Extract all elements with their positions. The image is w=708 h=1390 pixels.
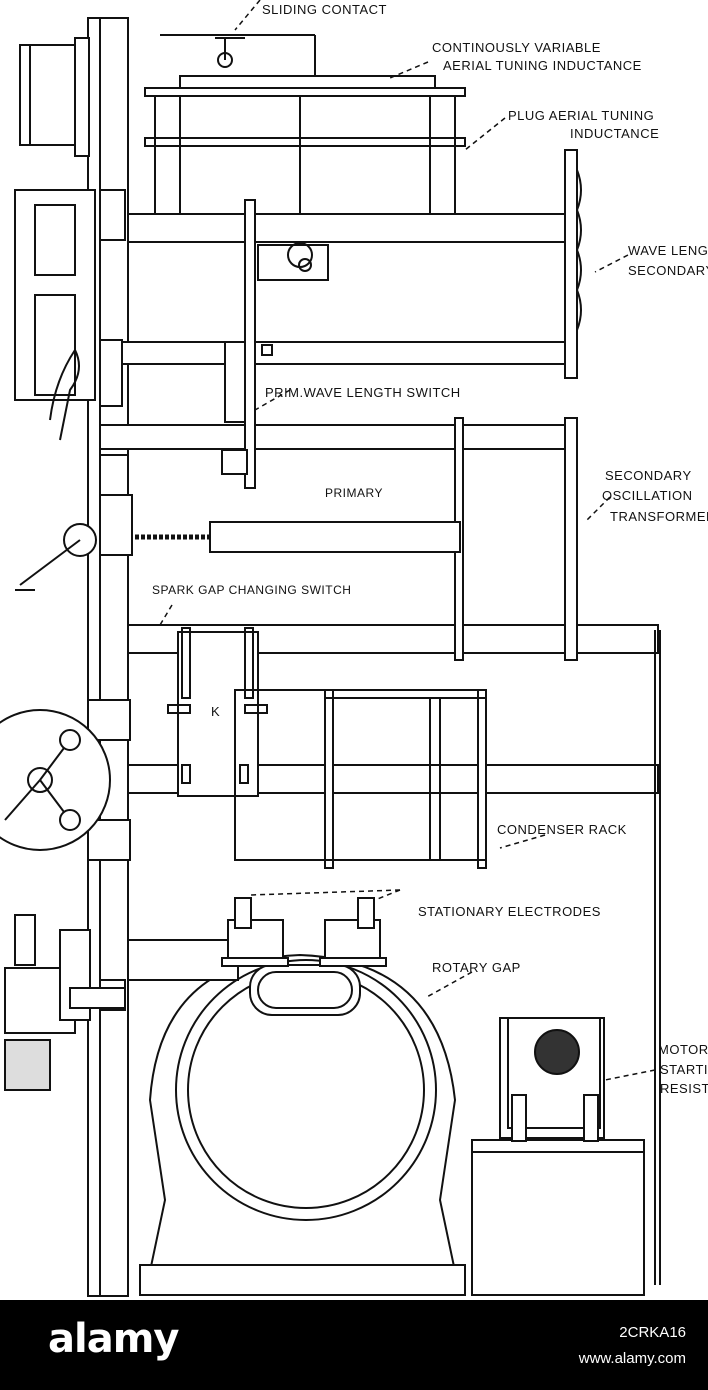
aerial-coil-handwheel <box>19 37 90 157</box>
label-wave-length-2: SECONDARY <box>628 263 708 278</box>
label-sliding-contact: SLIDING CONTACT <box>262 2 387 17</box>
label-switch-k: K <box>211 704 220 719</box>
left-crank <box>15 523 97 591</box>
radio-transmitter-diagram: SLIDING CONTACT CONTINOUSLY VARIABLE AER… <box>0 0 708 1297</box>
large-handwheel <box>0 709 111 851</box>
spark-gap-changing-switch <box>167 627 268 797</box>
label-wave-length-1: WAVE LENGTH <box>628 243 708 258</box>
label-spark-gap-switch: SPARK GAP CHANGING SWITCH <box>152 583 351 597</box>
label-rotary-gap: ROTARY GAP <box>432 960 521 975</box>
left-motor-assembly <box>14 189 96 441</box>
label-secondary-osc-3: TRANSFORMER <box>610 509 708 524</box>
label-prim-wave-length-switch: PRIM.WAVE LENGTH SWITCH <box>265 385 461 400</box>
label-continuous-variable-2: AERIAL TUNING INDUCTANCE <box>443 58 642 73</box>
stationary-electrodes <box>221 897 387 967</box>
left-transformer <box>4 914 126 1091</box>
condenser-rack <box>234 689 487 869</box>
label-motor-1: MOTOR <box>658 1042 708 1057</box>
image-id: 2CRKA16 <box>619 1324 686 1341</box>
label-secondary-osc-2: OSCILLATION <box>602 488 693 503</box>
sliding-contact <box>215 37 245 68</box>
label-motor-2: STARTING <box>660 1062 708 1077</box>
aerial-tuning-inductance <box>144 34 466 215</box>
label-continuous-variable-1: CONTINOUSLY VARIABLE <box>432 40 601 55</box>
site-url: www.alamy.com <box>578 1350 686 1367</box>
watermark-banner: alamy 2CRKA16 www.alamy.com <box>0 1300 708 1390</box>
alamy-logo: alamy <box>48 1316 179 1362</box>
leader-lines <box>159 0 656 1081</box>
label-plug-aerial-1: PLUG AERIAL TUNING <box>508 108 654 123</box>
label-motor-3: RESISTANCE <box>660 1081 708 1096</box>
primary-frame <box>135 199 578 661</box>
wave-length-secondary <box>564 149 582 379</box>
rotary-gap <box>127 939 466 1296</box>
label-primary: PRIMARY <box>325 486 383 500</box>
label-secondary-osc-1: SECONDARY <box>605 468 692 483</box>
variometer-gear <box>257 242 329 281</box>
label-stationary-electrodes: STATIONARY ELECTRODES <box>418 904 601 919</box>
prim-wave-length-switch <box>221 341 273 475</box>
label-plug-aerial-2: INDUCTANCE <box>570 126 659 141</box>
label-condenser-rack: CONDENSER RACK <box>497 822 627 837</box>
